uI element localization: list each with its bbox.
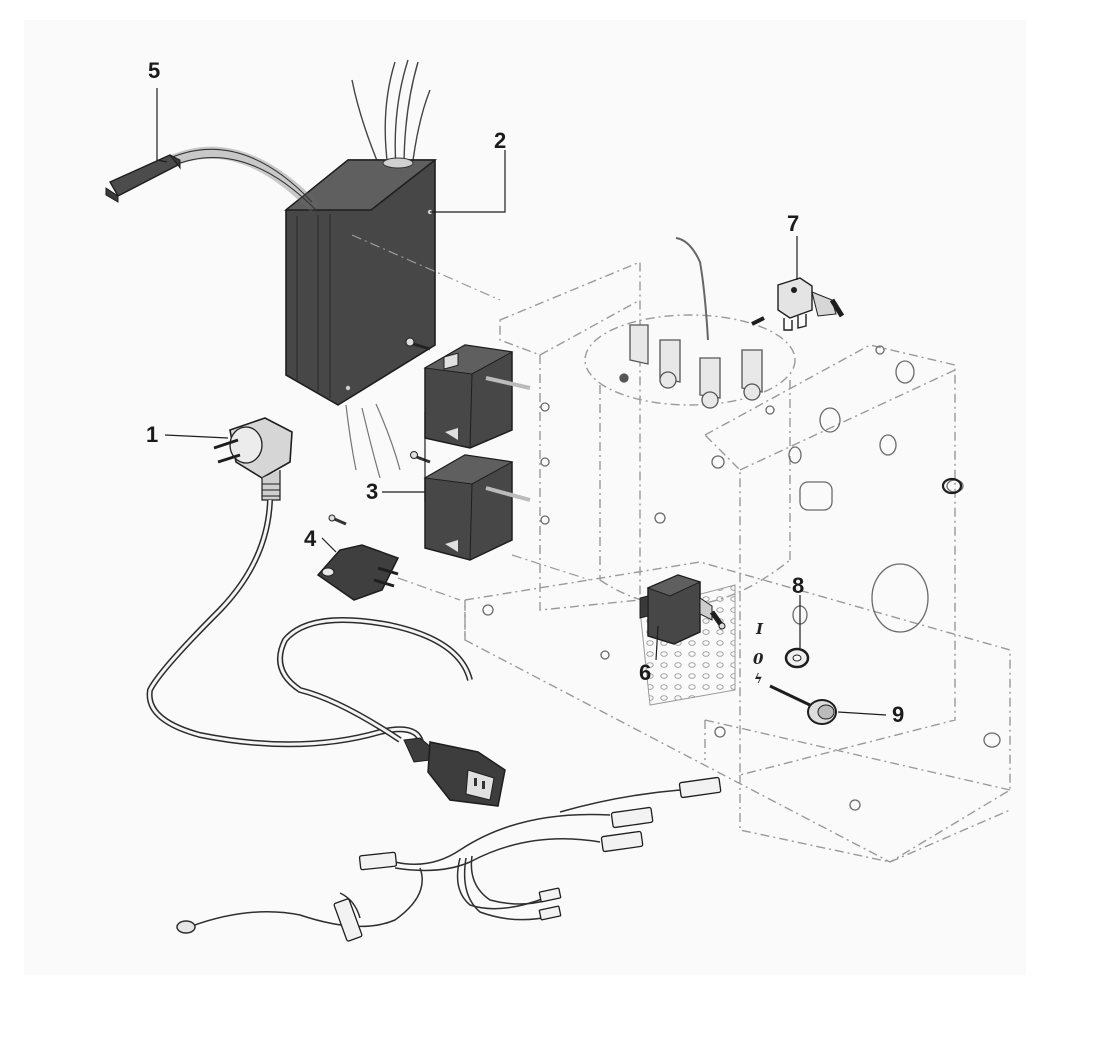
part-toggle-switch xyxy=(639,574,726,645)
callout-4: 4 xyxy=(304,526,317,551)
switch-mark-off: 0 xyxy=(753,650,764,668)
spare-washer xyxy=(941,477,963,495)
part-washer xyxy=(784,647,810,669)
callout-3: 3 xyxy=(366,479,379,504)
callout-1: 1 xyxy=(146,422,159,447)
control-box-wires-bottom xyxy=(345,403,401,479)
harness-connectors xyxy=(333,776,722,942)
callout-9: 9 xyxy=(892,702,905,727)
part-mains-plug-cord xyxy=(146,417,506,807)
part-control-box xyxy=(284,59,438,406)
callout-5: 5 xyxy=(148,58,161,83)
callout-8: 8 xyxy=(792,573,805,598)
part-valve xyxy=(751,277,845,331)
assembly-line-2 xyxy=(351,234,501,301)
frame-holes xyxy=(482,345,1001,811)
leader-lines xyxy=(156,88,887,716)
switch-mark-steam: ϟ xyxy=(754,672,763,687)
part-flat-cable-connector xyxy=(105,146,320,213)
callout-6: 6 xyxy=(639,660,652,685)
switch-mark-on: I xyxy=(756,620,764,638)
boiler-pipe xyxy=(675,237,709,341)
machine-frame-phantom xyxy=(464,260,1011,863)
boiler-fittings xyxy=(619,324,763,409)
part-indicator-lamp xyxy=(769,684,837,725)
callout-2: 2 xyxy=(494,128,507,153)
part-relays xyxy=(410,344,531,561)
part-mains-socket xyxy=(316,514,400,601)
callout-7: 7 xyxy=(787,211,800,236)
wiring-harness xyxy=(176,789,681,934)
